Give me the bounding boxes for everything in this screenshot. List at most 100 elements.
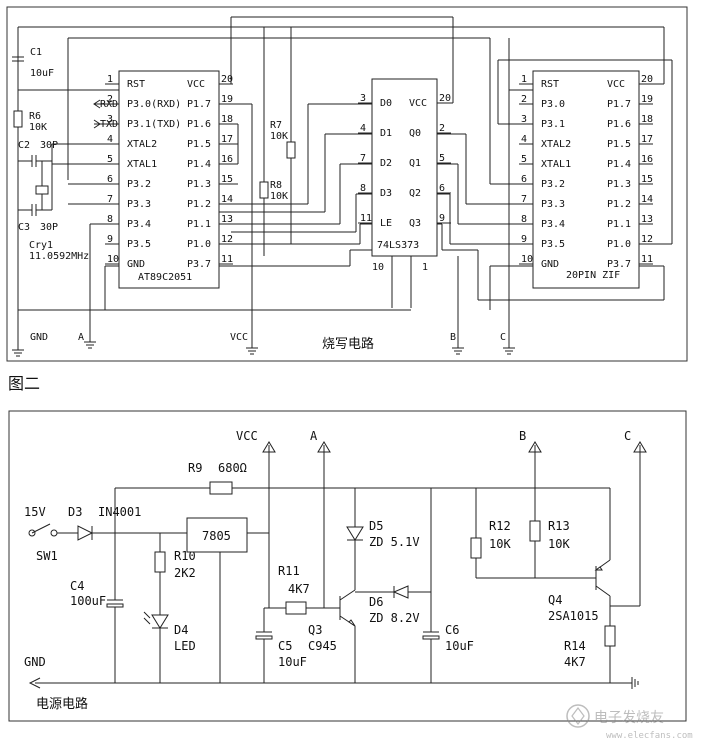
u3-pins-right-pin-num: 15 [641, 174, 653, 185]
u1-pins-right-pin-num: 11 [221, 254, 233, 265]
net-a-label: A [78, 332, 84, 343]
c1-ref: C1 [30, 47, 42, 58]
resistor-r11 [285, 601, 307, 615]
u2-pins-right-pin-num: 2 [439, 123, 445, 134]
chip-at89c2051-label: AT89C2051 [138, 272, 192, 283]
u3-pins-right-pin-name: P1.2 [607, 199, 631, 210]
zener-d5 [346, 526, 364, 541]
u1-pins-right-pin-name: VCC [187, 79, 205, 90]
chip-74ls373 [371, 78, 438, 257]
u3-pins-right-pin-name: P1.4 [607, 159, 631, 170]
net-b-symbol [452, 347, 464, 355]
c2-ref: C2 [18, 140, 30, 151]
r9-value: 680Ω [218, 461, 247, 475]
u3-pins-left-pin-name: P3.5 [541, 239, 565, 250]
u1-pins-right-pin-name: P1.1 [187, 219, 211, 230]
u1-pins-left-pin-name: P3.4 [127, 219, 151, 230]
u1-pins-left-pin-name: GND [127, 259, 145, 270]
u2-pins-right-pin-name: Q1 [409, 158, 421, 169]
u1-pins-left-pin-name: RST [127, 79, 145, 90]
r13-ref: R13 [548, 519, 570, 533]
crystal-value: 11.0592MHz [29, 251, 89, 262]
r14-value: 4K7 [564, 655, 586, 669]
figure-1-caption: 烧写电路 [322, 336, 374, 352]
u3-pins-right-pin-name: VCC [607, 79, 625, 90]
net-vcc-label: VCC [230, 332, 248, 343]
chip-20pin-zif-label: 20PIN ZIF [566, 270, 620, 281]
u3-pins-left-pin-num: 6 [521, 174, 527, 185]
gnd-label: GND [30, 332, 48, 343]
u3-pins-right-pin-name: P1.1 [607, 219, 631, 230]
chip-74ls373-label: 74LS373 [377, 240, 419, 251]
u1-pins-left-pin-num: 9 [107, 234, 113, 245]
resistor-r14 [604, 625, 616, 647]
c2-value: 30P [40, 140, 58, 151]
chip-74ls373-pin1: 1 [422, 262, 428, 273]
rxd-label: RXD [100, 99, 118, 110]
u1-pins-left-pin-name: XTAL1 [127, 159, 157, 170]
u3-pins-left-pin-name: XTAL2 [541, 139, 571, 150]
resistor-r9 [209, 481, 233, 495]
u3-pins-right-pin-name: P1.6 [607, 119, 631, 130]
u3-pins-right-pin-num: 12 [641, 234, 653, 245]
u3-pins-left-pin-num: 4 [521, 134, 527, 145]
regulator-label: 7805 [202, 529, 231, 543]
u2-pins-left-pin-name: D3 [380, 188, 392, 199]
u2-pins-left-pin-name: LE [380, 218, 392, 229]
d4-value: LED [174, 639, 196, 653]
u3-pins-right-pin-num: 16 [641, 154, 653, 165]
net-b-arrow [528, 441, 542, 453]
r11-ref: R11 [278, 564, 300, 578]
u1-pins-left-pin-name: P3.1(TXD) [127, 119, 181, 130]
u2-pins-right-pin-name: Q0 [409, 128, 421, 139]
r8-value: 10K [270, 191, 288, 202]
watermark-logo: 电子发烧友 www.elecfans.com [566, 704, 693, 741]
txd-label: TXD [100, 119, 118, 130]
u3-pins-left-pin-num: 7 [521, 194, 527, 205]
figure-2-power-circuit: GND 15V SW1 D3 IN4001 C4 100uF R10 2K2 [8, 410, 687, 722]
u3-pins-left-pin-name: P3.3 [541, 199, 565, 210]
vcc-label: VCC [236, 429, 258, 443]
chip-20pin-zif [532, 70, 640, 289]
u3-pins-right-pin-name: P3.7 [607, 259, 631, 270]
c3-ref: C3 [18, 222, 30, 233]
led-d4 [151, 614, 169, 629]
u3-pins-right-pin-name: P1.0 [607, 239, 631, 250]
u3-pins-right-pin-name: P1.7 [607, 99, 631, 110]
u1-pins-left-pin-name: P3.2 [127, 179, 151, 190]
u2-pins-left-pin-name: D2 [380, 158, 392, 169]
net-c-arrow [633, 441, 647, 453]
u2-pins-right-pin-name: VCC [409, 98, 427, 109]
u2-pins-right-pin-num: 5 [439, 153, 445, 164]
c5-ref: C5 [278, 639, 292, 653]
vcc-arrow [262, 441, 276, 453]
u3-pins-right-pin-num: 17 [641, 134, 653, 145]
sw1-lever [31, 523, 51, 534]
chip-74ls373-pin10: 10 [372, 262, 384, 273]
u1-pins-right-pin-name: P1.5 [187, 139, 211, 150]
resistor-r12 [470, 537, 482, 559]
u2-pins-left-pin-num: 8 [360, 183, 366, 194]
figure-2-caption: 电源电路 [36, 696, 88, 712]
u3-pins-left-pin-num: 9 [521, 234, 527, 245]
r12-ref: R12 [489, 519, 511, 533]
u3-pins-left-pin-num: 8 [521, 214, 527, 225]
u1-pins-left-pin-name: P3.3 [127, 199, 151, 210]
u3-pins-left-pin-name: GND [541, 259, 559, 270]
u3-pins-right-pin-num: 19 [641, 94, 653, 105]
d4-ref: D4 [174, 623, 188, 637]
figure-1-frame [6, 6, 688, 362]
r6-value: 10K [29, 122, 47, 133]
u2-pins-left-pin-num: 4 [360, 123, 366, 134]
u3-pins-right-pin-name: P1.3 [607, 179, 631, 190]
r10-value: 2K2 [174, 566, 196, 580]
u2-pins-left-pin-num: 11 [360, 213, 372, 224]
q3-ref: Q3 [308, 623, 322, 637]
chip-at89c2051 [118, 70, 220, 289]
u3-pins-left-pin-name: XTAL1 [541, 159, 571, 170]
u1-pins-right-pin-num: 20 [221, 74, 233, 85]
sw1-label: SW1 [36, 549, 58, 563]
